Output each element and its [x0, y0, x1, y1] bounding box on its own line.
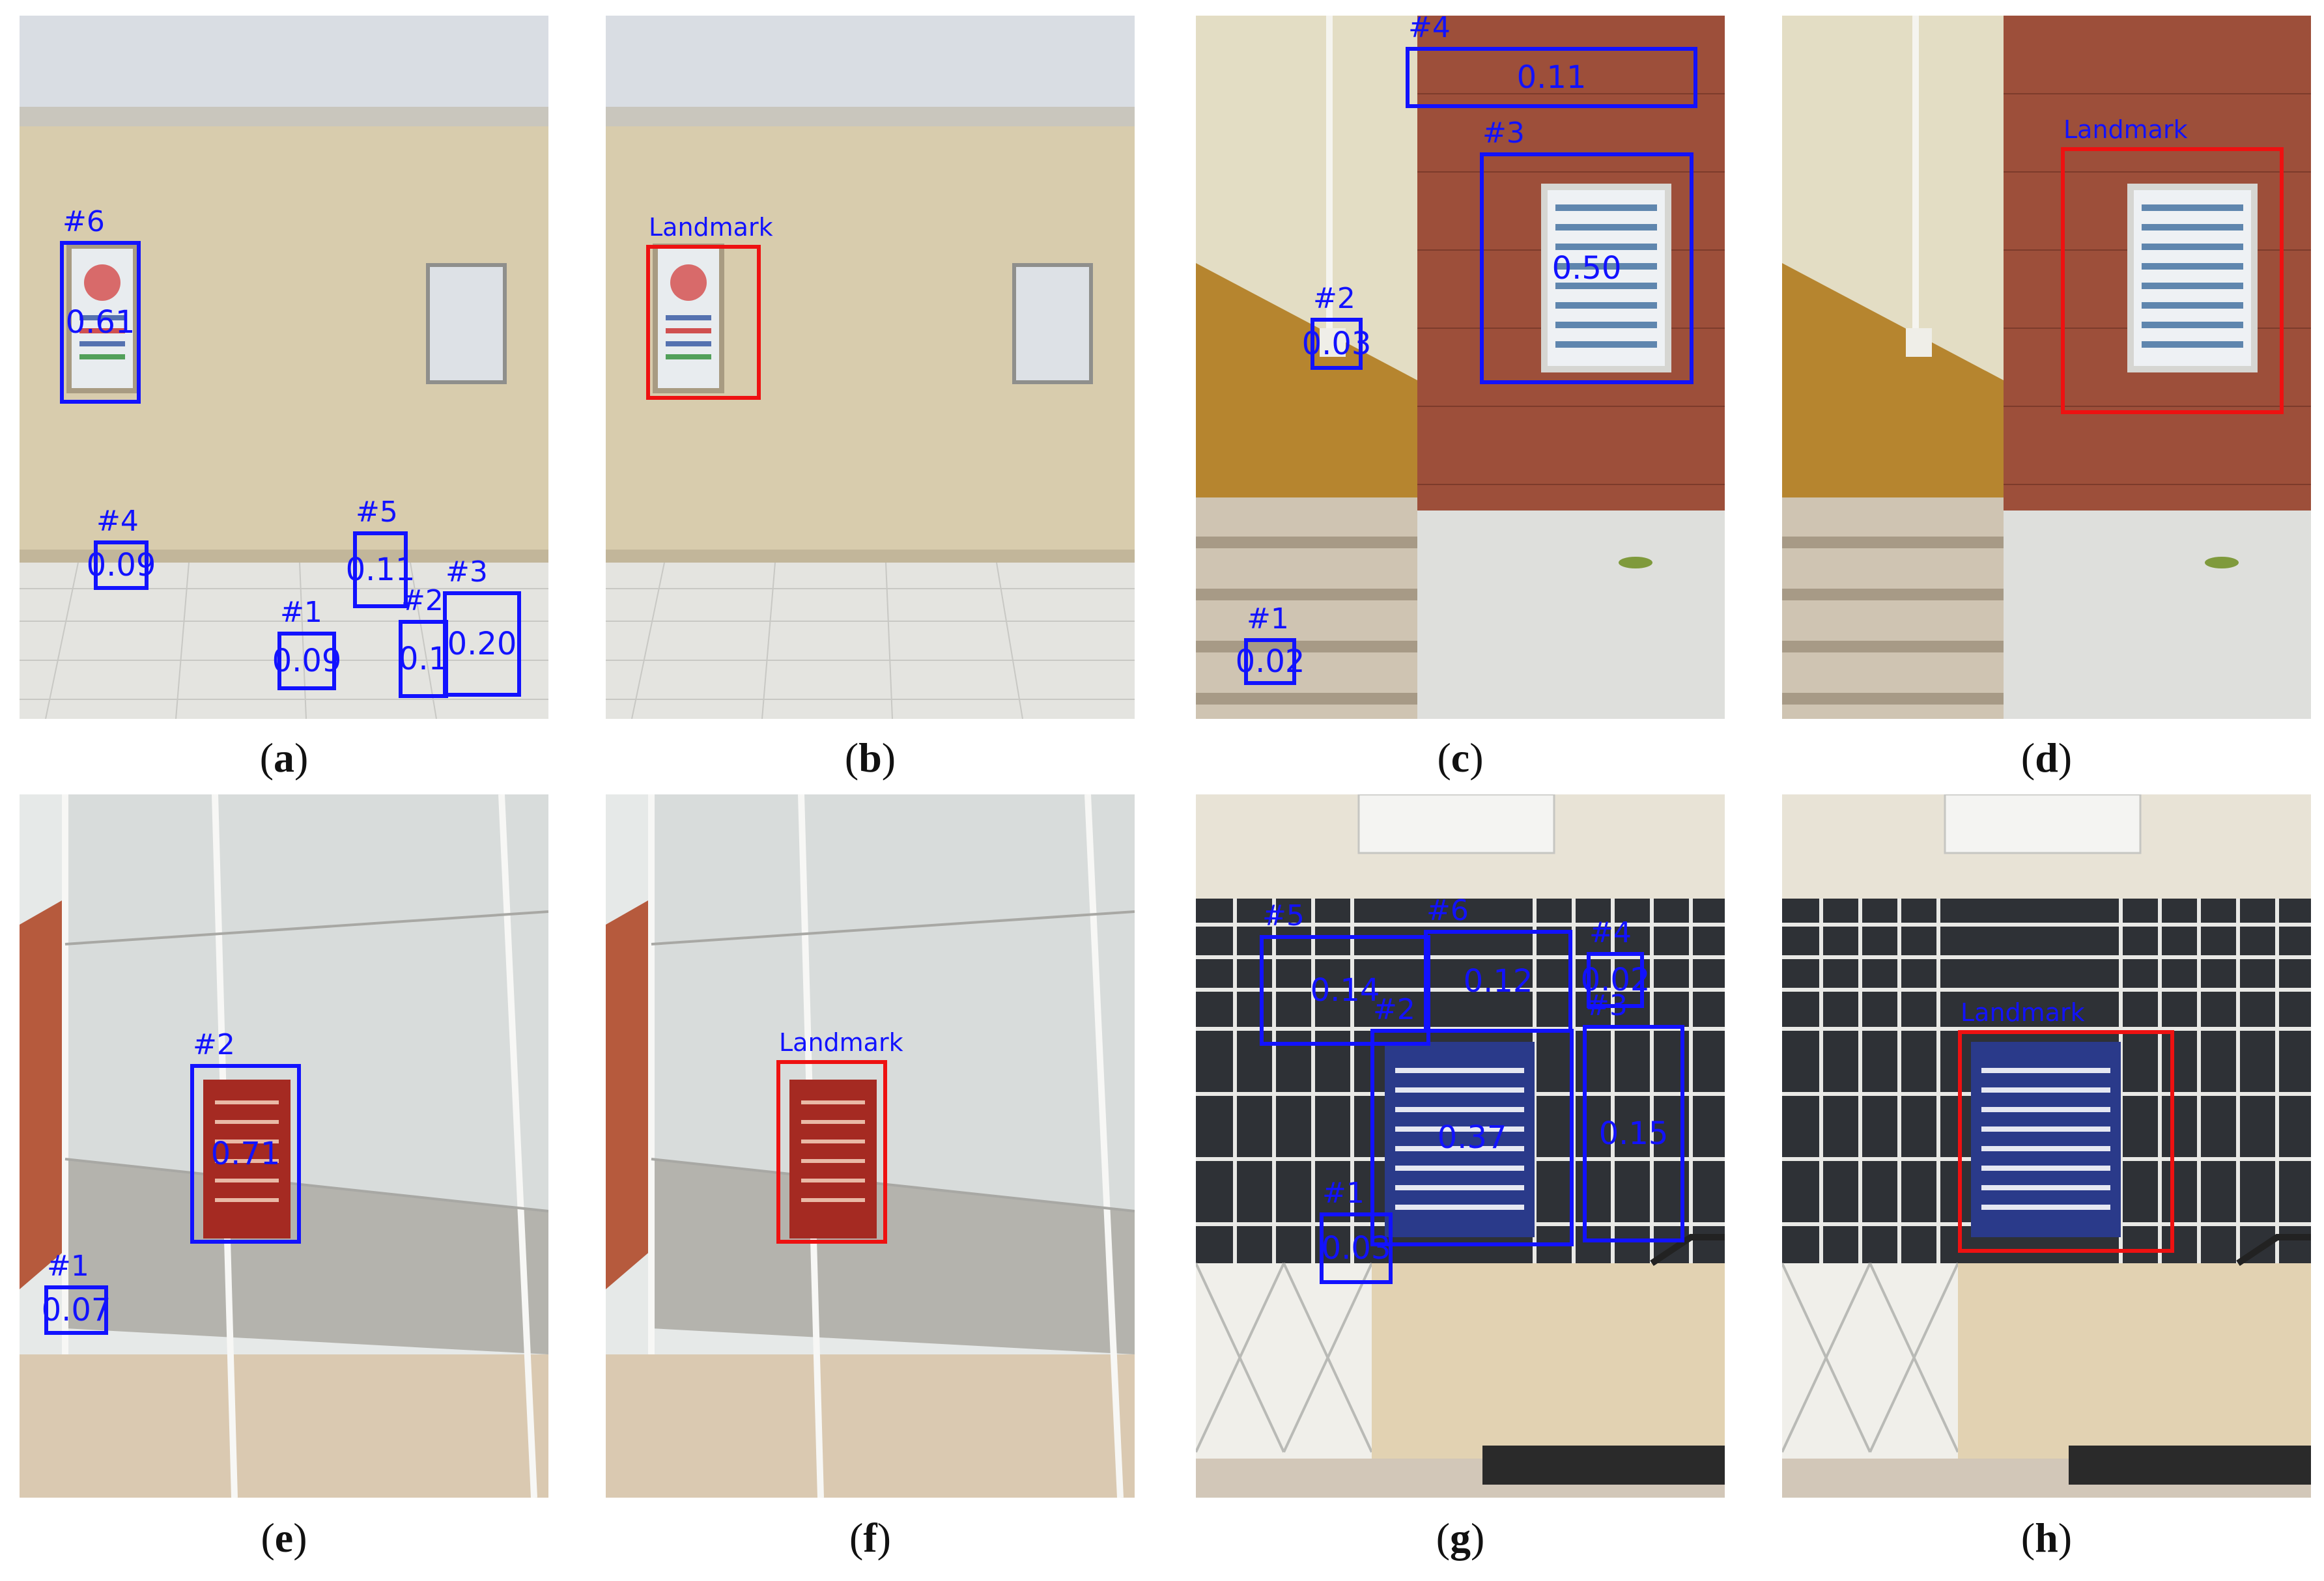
detection-box: #6 0.12 — [1424, 894, 1572, 1033]
box-id: #1 — [1322, 1177, 1365, 1210]
landmark-box: Landmark — [1958, 998, 2174, 1253]
detection-box: #4 0.11 — [1406, 16, 1697, 108]
box-score: 0.11 — [345, 552, 416, 588]
detection-box: #3 0.20 — [443, 555, 521, 697]
detection-box: #4 0.09 — [87, 505, 156, 590]
box-score: 0.15 — [1598, 1115, 1669, 1152]
box-id: #1 — [280, 596, 322, 629]
box-id: #3 — [446, 555, 488, 589]
box-id: #5 — [1262, 899, 1305, 932]
box-score: 0.09 — [272, 643, 342, 679]
panel-f: Landmark — [606, 794, 1135, 1498]
landmark-label: Landmark — [779, 1028, 903, 1057]
box-id: #6 — [63, 205, 105, 238]
caption-h: (h) — [2020, 1515, 2073, 1561]
box-id: #3 — [1585, 989, 1628, 1022]
box-id: #1 — [47, 1250, 89, 1283]
detection-box: #5 0.11 — [346, 496, 415, 608]
box-id: #2 — [1373, 993, 1415, 1026]
caption-g: (g) — [1436, 1515, 1485, 1561]
detection-box: #2 0.03 — [1302, 282, 1371, 370]
box-id: #2 — [401, 584, 444, 617]
detection-box: #1 0.02 — [1236, 602, 1305, 685]
caption-a: (a) — [259, 735, 309, 781]
panel-b: Landmark — [606, 16, 1135, 719]
box-score: 0.71 — [210, 1136, 281, 1172]
photo-hall-posters — [606, 16, 1135, 719]
landmark-box: Landmark — [2061, 115, 2284, 414]
caption-b: (b) — [844, 735, 896, 781]
box-score: 0.1 — [398, 641, 449, 677]
photo-lab-wall-grille — [1782, 794, 2311, 1498]
box-score: 0.11 — [1516, 59, 1587, 96]
box-score: 0.07 — [41, 1292, 111, 1328]
caption-f: (f) — [849, 1515, 891, 1561]
detection-box: #3 0.50 — [1480, 117, 1693, 384]
photo-lab-wall-grille — [1196, 794, 1725, 1498]
box-id: #2 — [1313, 282, 1355, 315]
box-score: 0.37 — [1437, 1119, 1507, 1156]
caption-c: (c) — [1437, 735, 1484, 781]
detection-box: #3 0.15 — [1583, 989, 1684, 1242]
detection-box: #6 0.61 — [60, 205, 141, 404]
panel-a: #6 0.61 #4 0.09 #5 0.11 #1 0.09 #2 0.1 #… — [20, 16, 548, 719]
panel-d: Landmark — [1782, 16, 2311, 719]
detection-box: #2 0.71 — [190, 1028, 301, 1244]
detection-box: #1 0.03 — [1320, 1177, 1393, 1284]
box-id: #3 — [1482, 117, 1525, 150]
landmark-box: Landmark — [646, 213, 773, 400]
box-id: #2 — [193, 1028, 235, 1061]
photo-stair-brick-wall — [1196, 16, 1725, 719]
box-score: 0.02 — [1235, 643, 1305, 680]
detection-box: #1 0.07 — [41, 1250, 111, 1335]
landmark-box: Landmark — [776, 1028, 903, 1244]
landmark-label: Landmark — [2063, 115, 2188, 144]
photo-stair-brick-wall — [1782, 16, 2311, 719]
caption-e: (e) — [261, 1515, 307, 1561]
photo-glass-partition — [606, 794, 1135, 1498]
box-score: 0.50 — [1552, 250, 1622, 287]
box-score: 0.09 — [86, 547, 156, 583]
landmark-label: Landmark — [1961, 998, 2085, 1027]
caption-d: (d) — [2020, 735, 2073, 781]
box-id: #1 — [1247, 602, 1289, 636]
box-id: #4 — [1408, 16, 1451, 44]
detection-box: #4 0.02 — [1581, 916, 1650, 1008]
box-id: #5 — [356, 496, 398, 529]
box-score: 0.14 — [1310, 972, 1380, 1009]
detection-box: #2 0.37 — [1370, 993, 1574, 1246]
box-id: #4 — [1589, 916, 1632, 949]
box-score: 0.03 — [1301, 326, 1372, 362]
box-id: #4 — [96, 505, 139, 538]
landmark-label: Landmark — [649, 213, 773, 242]
box-score: 0.03 — [1321, 1230, 1391, 1266]
detection-box: #1 0.09 — [272, 596, 341, 690]
box-score: 0.20 — [447, 626, 517, 662]
panel-e: #2 0.71 #1 0.07 — [20, 794, 548, 1498]
panel-c: #4 0.11 #3 0.50 #2 0.03 #1 0.02 — [1196, 16, 1725, 719]
detection-box: #5 0.14 — [1260, 899, 1430, 1046]
box-id: #6 — [1426, 894, 1469, 927]
panel-g: #5 0.14 #6 0.12 #4 0.02 #2 0.37 #3 0.15 … — [1196, 794, 1725, 1498]
detection-box: #2 0.1 — [398, 584, 449, 698]
panel-h: Landmark — [1782, 794, 2311, 1498]
box-score: 0.61 — [65, 304, 135, 341]
photo-glass-partition — [20, 794, 548, 1498]
box-score: 0.12 — [1463, 963, 1533, 1000]
box-score: 0.02 — [1580, 962, 1651, 998]
